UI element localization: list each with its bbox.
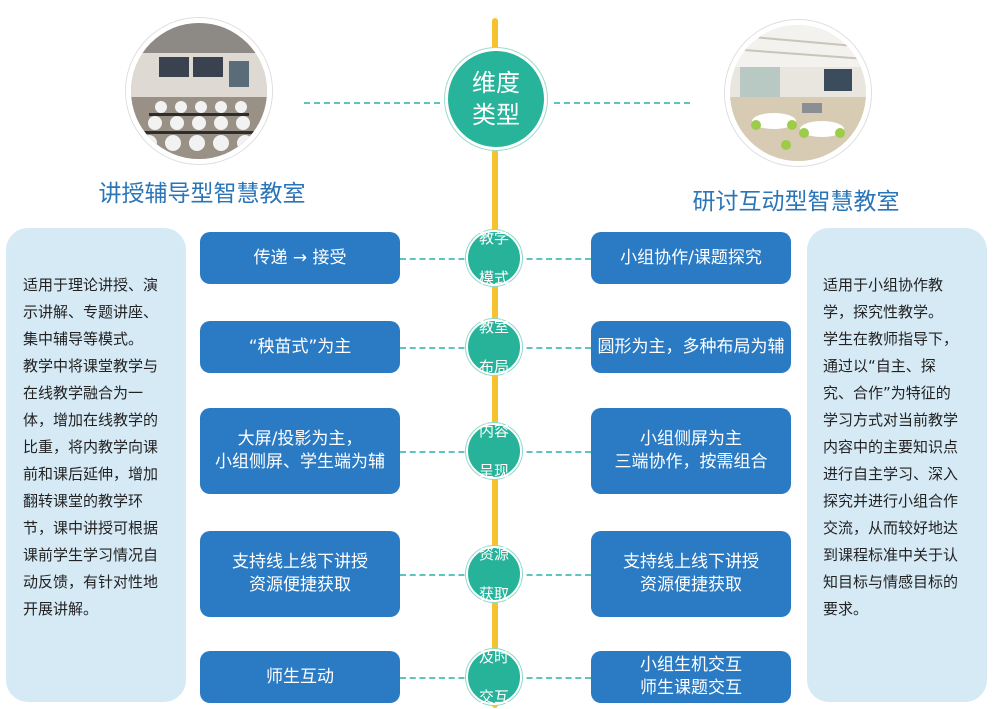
dim-line2: 模式 [478,269,509,287]
desc-line: 开展讲解。 [23,600,99,618]
desc-line: 究、合作”为特征的 [823,384,951,402]
right-content-presentation: 小组侧屏为主 三端协作，按需组合 [591,408,791,494]
desc-line: 前和课后延伸，增加 [23,465,159,483]
left-type-title: 讲授辅导型智慧教室 [98,181,306,207]
desc-line: 学生在教师指导下， [823,330,959,348]
desc-line: 比重，将内教学向课 [23,438,159,456]
top-right-connector [554,102,690,104]
left-instant-interaction: 师生互动 [200,651,400,703]
desc-line: 适用于小组协作教 [823,276,944,294]
dim-line1: 资源 [478,545,509,563]
dimension-content-presentation: 内容呈现 [466,422,522,480]
dim-line1: 及时 [478,648,509,666]
dimension-teaching-mode: 教学模式 [466,229,522,287]
left-classroom-layout: “秧苗式”为主 [200,321,400,373]
desc-line: 在线教学融合为一 [23,384,144,402]
dim-line1: 内容 [478,422,509,440]
left-description-panel: 适用于理论讲授、演 示讲解、专题讲座、 集中辅导等模式。 教学中将课堂教学与 在… [6,228,186,702]
dim-line2: 获取 [478,585,509,603]
lecture-classroom-photo [126,18,272,164]
right-type-title: 研讨互动型智慧教室 [692,189,900,215]
dimension-type-header: 维度 类型 [445,48,547,150]
right-instant-interaction: 小组生机交互 师生课题交互 [591,651,791,703]
dimension-classroom-layout: 教室布局 [466,318,522,376]
desc-line: 要求。 [823,600,869,618]
dim-line1: 教室 [478,318,509,336]
desc-line: 学习方式对当前教学 [823,411,959,429]
desc-line: 交流，从而较好地达 [823,519,959,537]
dim-line2: 布局 [478,358,509,376]
desc-line: 知目标与情感目标的 [823,573,959,591]
dim-line2: 呈现 [478,462,509,480]
desc-line: 通过以“自主、探 [823,357,936,375]
left-teaching-mode: 传递 → 接受 [200,232,400,284]
desc-line: 进行自主学习、深入 [823,465,959,483]
header-line2: 类型 [472,101,520,129]
desc-line: 到课程标准中关于认 [823,546,959,564]
desc-line: 体，增加在线教学的 [23,411,159,429]
right-classroom-layout: 圆形为主，多种布局为辅 [591,321,791,373]
left-resource-access: 支持线上线下讲授 资源便捷获取 [200,531,400,617]
desc-line: 节，课中讲授可根据 [23,519,159,537]
dim-line1: 教学 [478,229,509,247]
collaborative-classroom-photo [725,20,871,166]
desc-line: 教学中将课堂教学与 [23,357,159,375]
header-line1: 维度 [472,69,520,97]
top-left-connector [304,102,440,104]
right-description-panel: 适用于小组协作教 学，探究性教学。 学生在教师指导下， 通过以“自主、探 究、合… [807,228,987,702]
desc-line: 探究并进行小组合作 [823,492,959,510]
right-teaching-mode: 小组协作/课题探究 [591,232,791,284]
desc-line: 动反馈，有针对性地 [23,573,159,591]
desc-line: 集中辅导等模式。 [23,330,144,348]
desc-line: 课前学生学习情况自 [23,546,159,564]
left-content-presentation: 大屏/投影为主， 小组侧屏、学生端为辅 [200,408,400,494]
desc-line: 学，探究性教学。 [823,303,944,321]
right-resource-access: 支持线上线下讲授 资源便捷获取 [591,531,791,617]
dim-line2: 交互 [478,688,509,706]
desc-line: 适用于理论讲授、演 [23,276,159,294]
desc-line: 翻转课堂的教学环 [23,492,144,510]
dimension-instant-interaction: 及时交互 [466,648,522,706]
desc-line: 示讲解、专题讲座、 [23,303,159,321]
dimension-resource-access: 资源获取 [466,545,522,603]
desc-line: 内容中的主要知识点 [823,438,959,456]
